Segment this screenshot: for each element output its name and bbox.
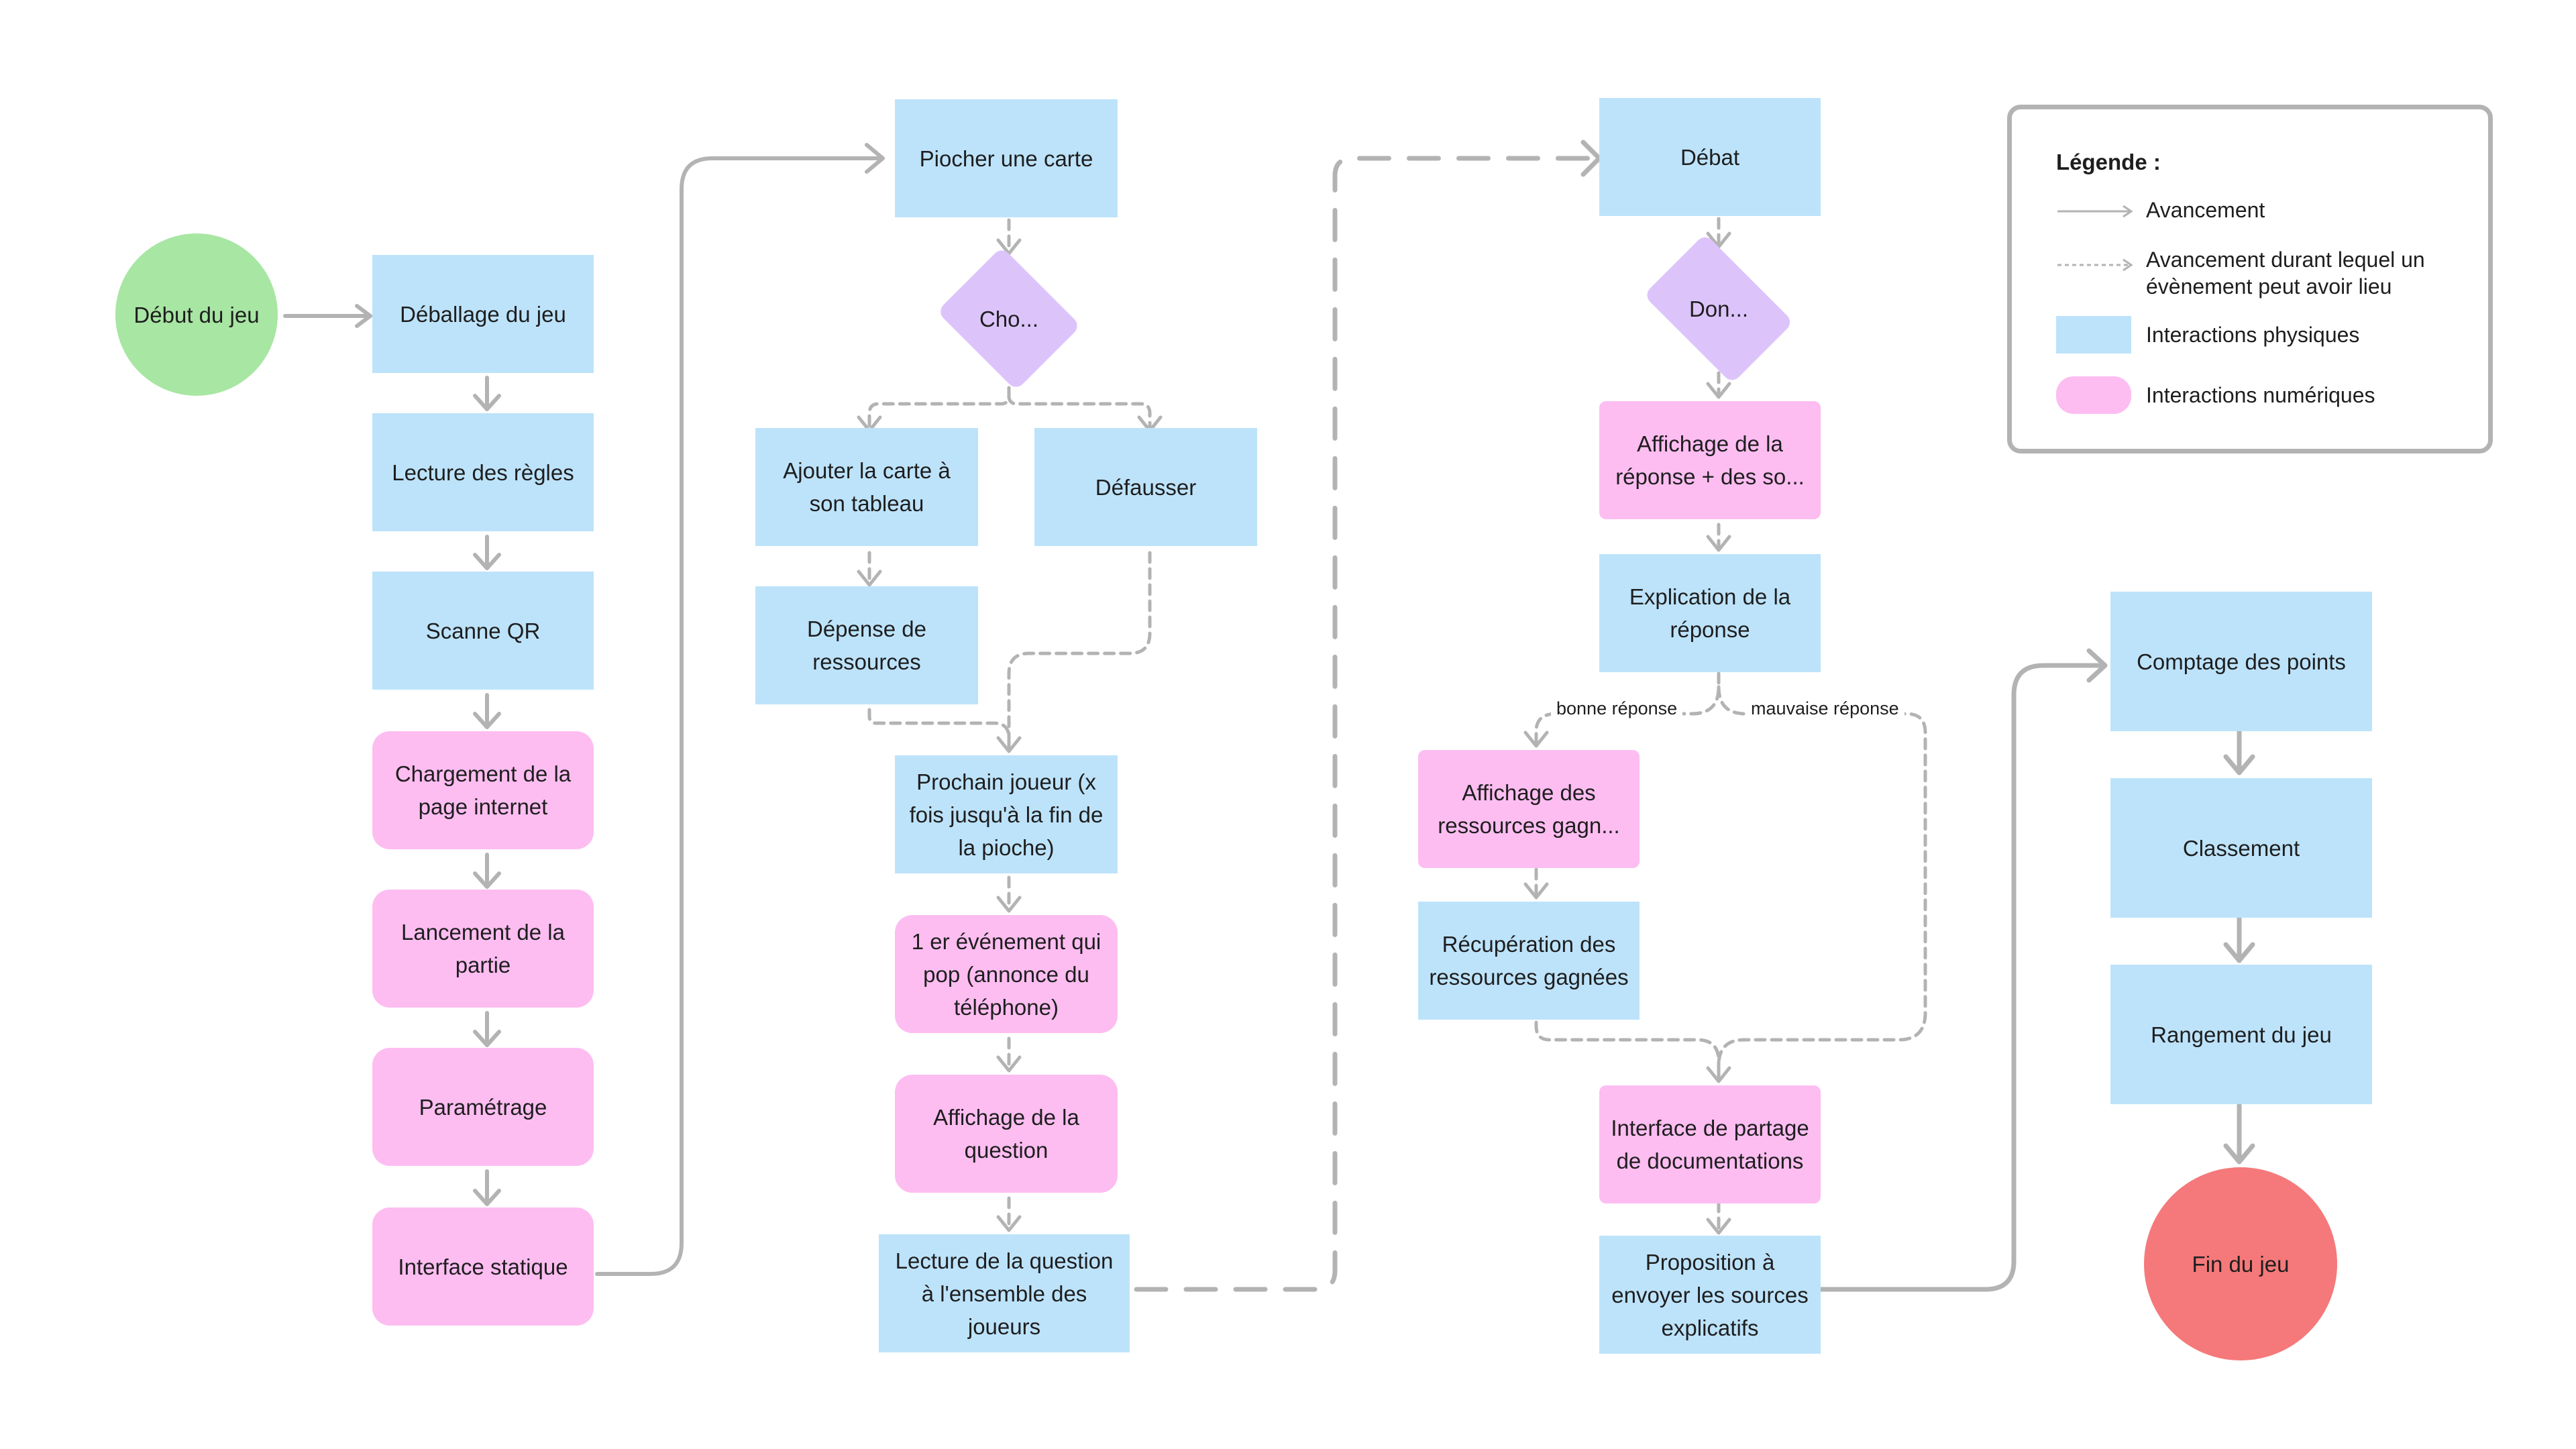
dashed-arrow-icon [2057, 258, 2133, 272]
arrow-explain-to-resources [1534, 672, 1721, 747]
scan-node: Scanne QR [372, 572, 594, 690]
legend-blue-label: Interactions physiques [2146, 323, 2360, 347]
share-interface-node: Interface de partage de documentations [1599, 1085, 1821, 1203]
next-player-node: Prochain joueur (x fois jusqu'à la fin d… [895, 755, 1118, 873]
collect-resources-node: Récupération des ressources gagnées [1418, 902, 1640, 1020]
legend-box: Légende : Avancement Avancement durant l… [2007, 105, 2493, 453]
end-node: Fin du jeu [2144, 1167, 2337, 1360]
arrow-discard-to-next [1007, 551, 1152, 752]
legend-title: Légende : [2056, 150, 2161, 174]
rules-node: Lecture des règles [372, 413, 594, 531]
debate-node: Débat [1599, 98, 1821, 216]
static-interface-node: Interface statique [372, 1208, 594, 1326]
arrow-static-to-draw [595, 156, 882, 1276]
arrow-collect-to-share [1534, 1020, 1721, 1082]
solid-arrow-icon [2057, 205, 2133, 218]
legend-solid-label: Avancement [2146, 198, 2265, 222]
discard-node: Défausser [1034, 428, 1257, 546]
count-points-node: Comptage des points [2110, 592, 2372, 731]
arrow-propose-to-count [1817, 663, 2105, 1292]
add-card-node: Ajouter la carte à son tableau [755, 428, 978, 546]
show-resources-node: Affichage des ressources gagn... [1418, 750, 1640, 868]
good-answer-label: bonne réponse [1551, 698, 1683, 719]
start-node: Début du jeu [115, 233, 278, 396]
ranking-node: Classement [2110, 778, 2372, 918]
storing-node: Rangement du jeu [2110, 965, 2372, 1104]
show-answer-node: Affichage de la réponse + des so... [1599, 401, 1821, 519]
bad-answer-label: mauvaise réponse [1746, 698, 1904, 719]
legend-pink-label: Interactions numériques [2146, 383, 2375, 407]
explanation-node: Explication de la réponse [1599, 554, 1821, 672]
legend-dashed-label: Avancement durant lequel un évènement pe… [2146, 248, 2425, 299]
launch-node: Lancement de la partie [372, 890, 594, 1008]
arrow-spend-to-next [867, 708, 1011, 752]
first-event-node: 1 er événement qui pop (annonce du télép… [895, 915, 1118, 1033]
legend-pink-swatch [2056, 376, 2131, 414]
read-question-node: Lecture de la question à l'ensemble des … [879, 1234, 1130, 1352]
choice-decision-label: Cho... [979, 306, 1039, 331]
arrow-read-to-debate [1134, 156, 1599, 1292]
unboxing-node: Déballage du jeu [372, 255, 594, 373]
choice-decision-node: Cho... [931, 246, 1087, 391]
loading-node: Chargement de la page internet [372, 731, 594, 849]
settings-node: Paramétrage [372, 1048, 594, 1166]
arrow-choice-to-add [867, 386, 1011, 431]
arrow-explain-to-propose-bad [1717, 685, 1927, 1082]
spend-resources-node: Dépense de ressources [755, 586, 978, 704]
propose-sources-node: Proposition à envoyer les sources explic… [1599, 1236, 1821, 1354]
draw-card-node: Piocher une carte [895, 99, 1118, 217]
answer-decision-node: Don... [1631, 233, 1806, 384]
arrow-choice-to-discard [1007, 394, 1152, 431]
legend-blue-swatch [2056, 316, 2131, 354]
show-question-node: Affichage de la question [895, 1075, 1118, 1193]
answer-decision-label: Don... [1688, 296, 1749, 321]
